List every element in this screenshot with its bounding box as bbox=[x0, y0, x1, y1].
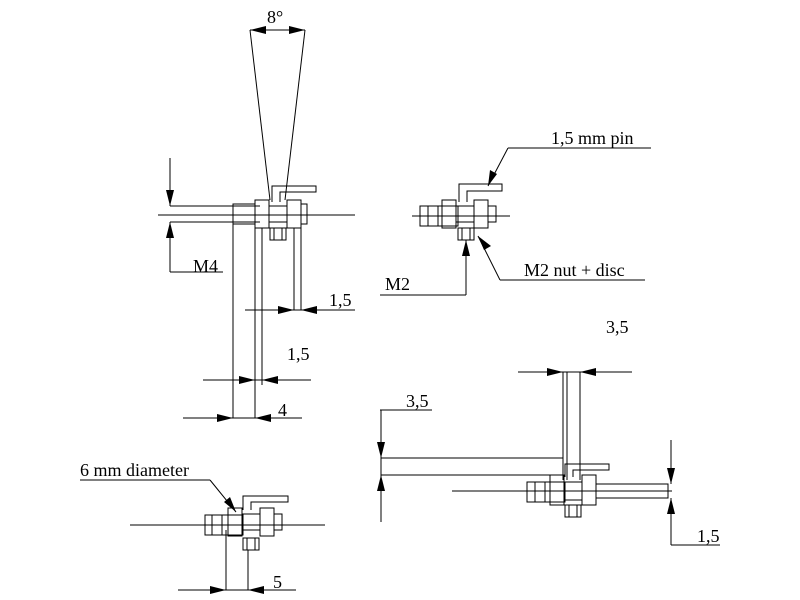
label-dim-4: 4 bbox=[278, 400, 287, 420]
label-pin: 1,5 mm pin bbox=[551, 128, 634, 148]
label-dim-1-5-b: 1,5 bbox=[287, 344, 310, 364]
assembly-bottom-left: 6 mm diameter 5 bbox=[80, 460, 325, 594]
angle-arrow-left bbox=[250, 26, 266, 34]
assembly-bottom-right: 3,5 3,5 1,5 bbox=[377, 317, 720, 546]
label-m2: M2 bbox=[385, 274, 410, 294]
label-dim-3-5-top: 3,5 bbox=[606, 317, 629, 337]
label-dim-1-5-c: 1,5 bbox=[697, 526, 720, 546]
angle-label: 8° bbox=[267, 7, 283, 27]
label-dim-1-5-a: 1,5 bbox=[329, 290, 352, 310]
angle-arrow-right bbox=[289, 26, 305, 34]
label-dim-3-5-left: 3,5 bbox=[406, 391, 429, 411]
label-nut: M2 nut + disc bbox=[524, 260, 625, 280]
label-dim-5: 5 bbox=[273, 572, 282, 592]
assembly-top-right: 1,5 mm pin M2 M2 nut + disc bbox=[380, 128, 651, 296]
label-diameter: 6 mm diameter bbox=[80, 460, 189, 480]
label-m4: M4 bbox=[193, 256, 218, 276]
assembly-top-left: 8° M4 1,5 bbox=[158, 7, 355, 422]
